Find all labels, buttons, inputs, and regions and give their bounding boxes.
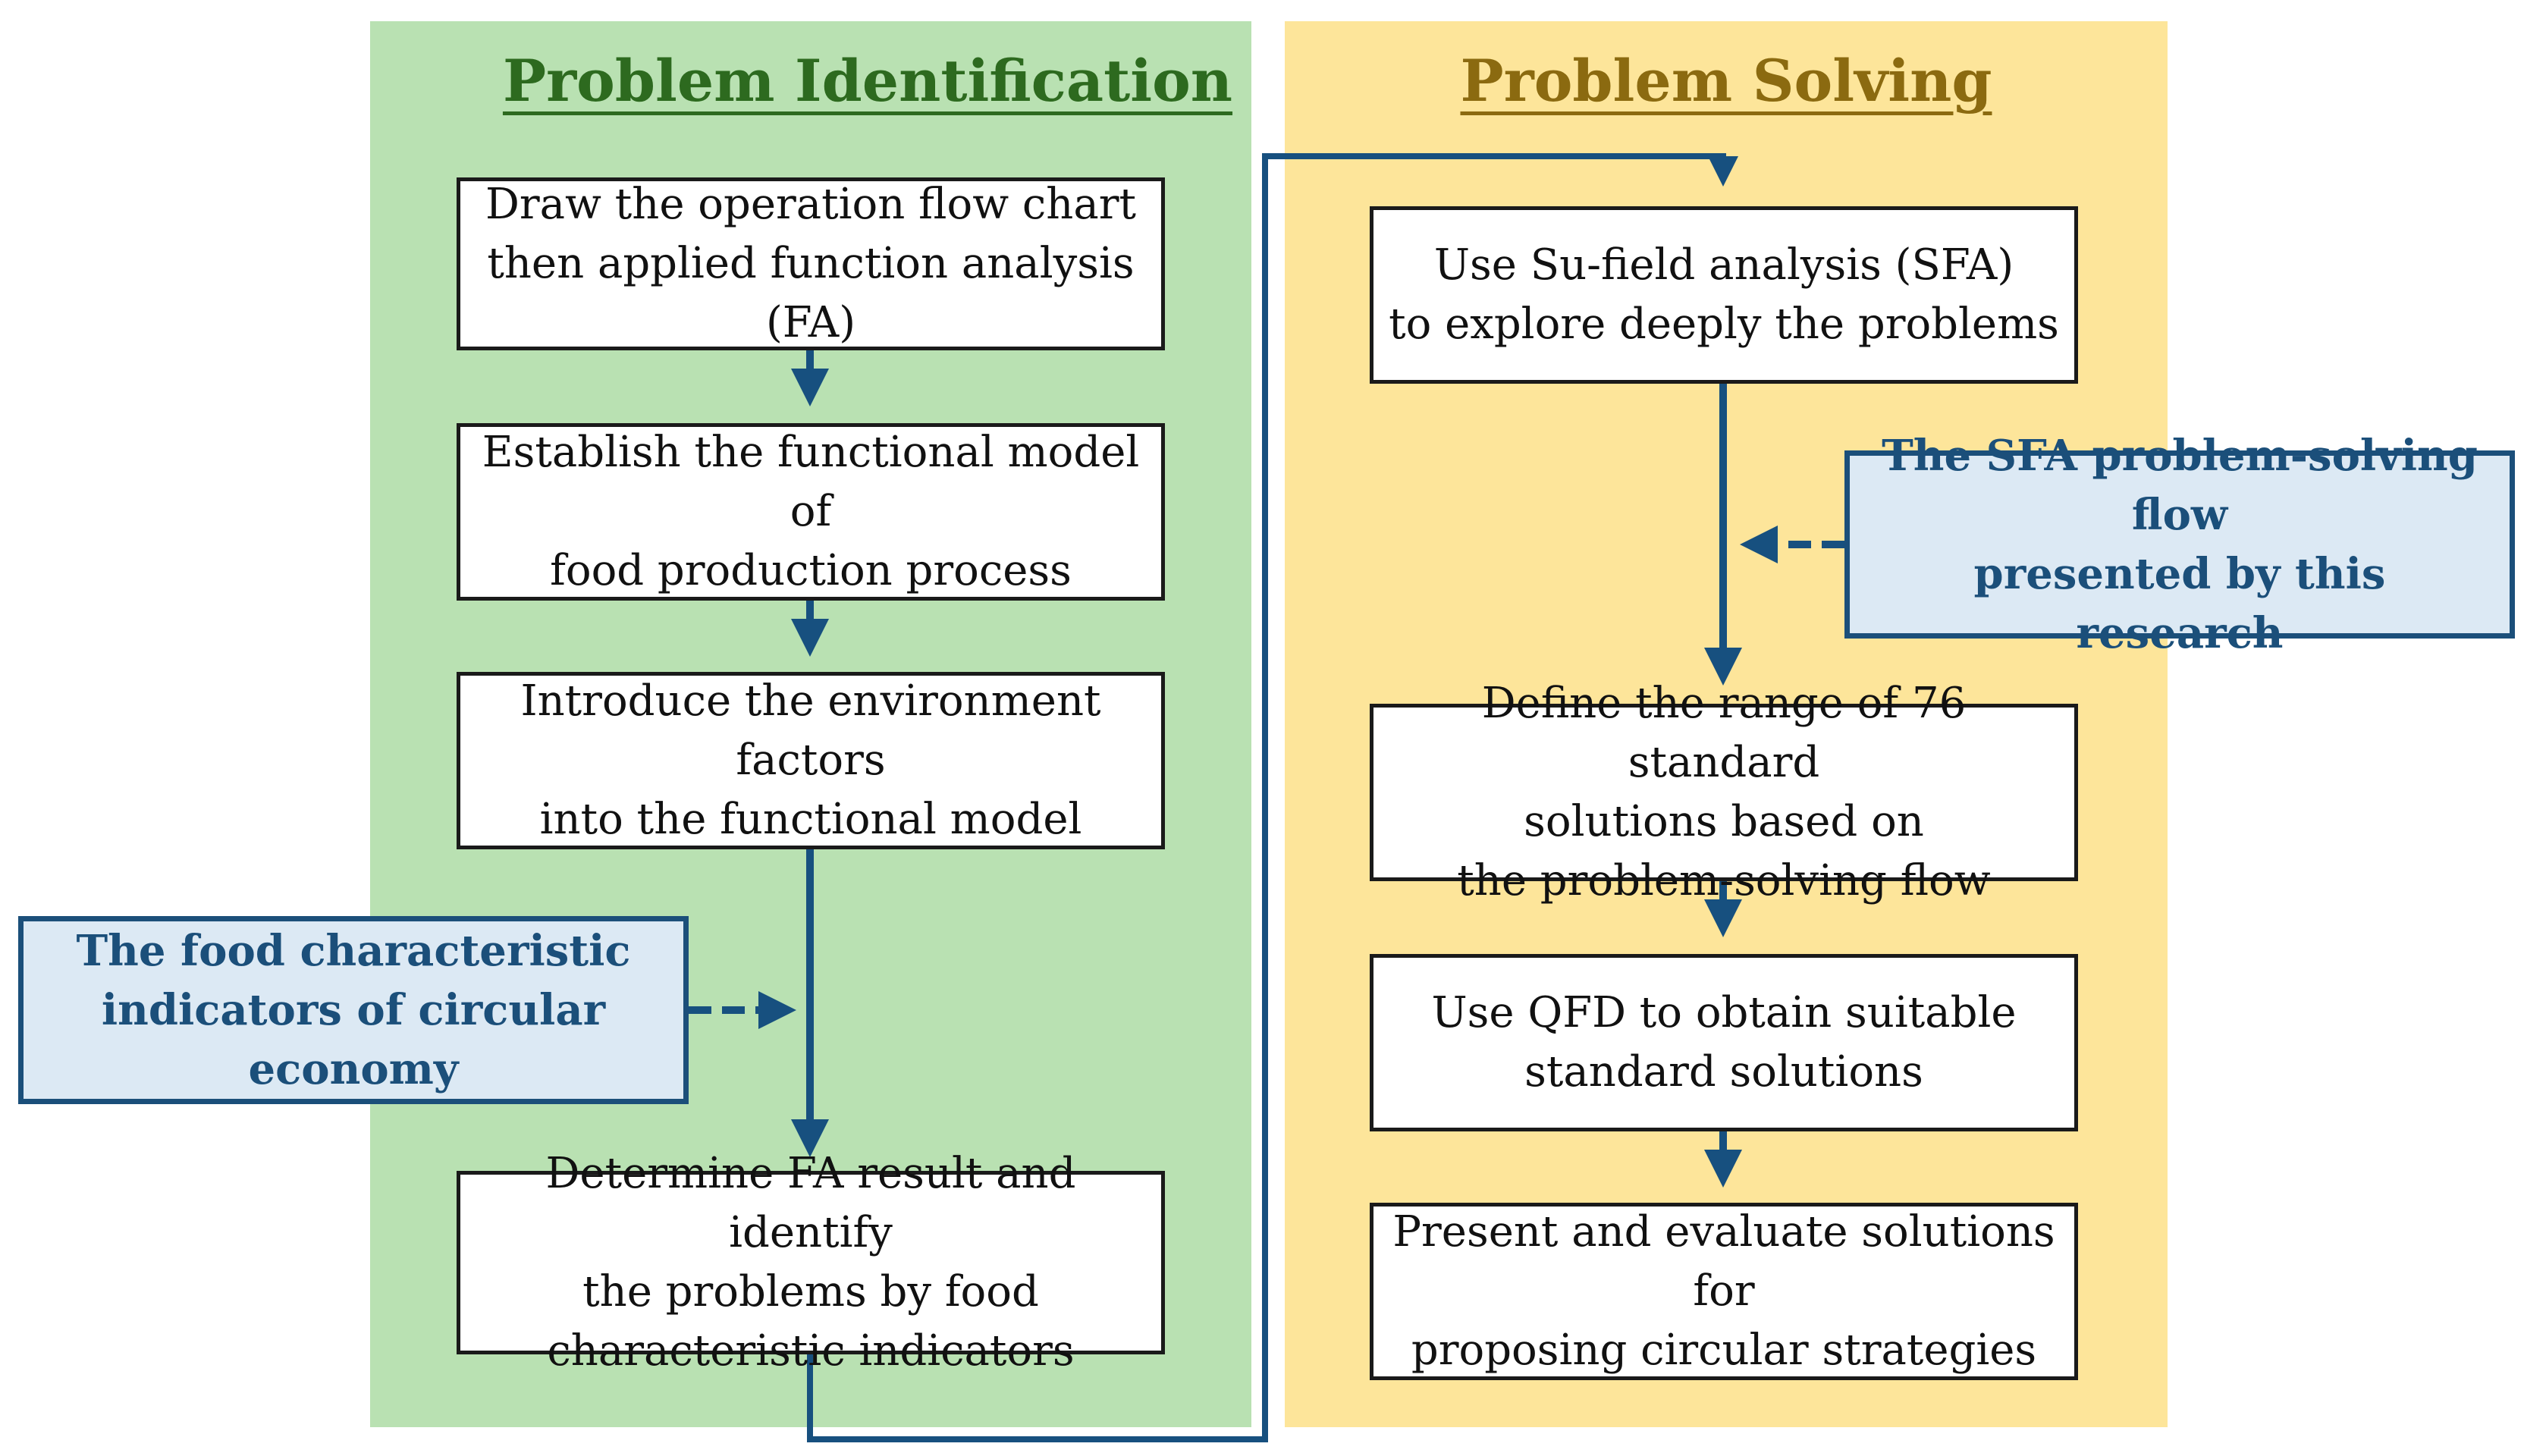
- step-label: Determine FA result and identify the pro…: [545, 1149, 1076, 1376]
- step-use-qfd: Use QFD to obtain suitable standard solu…: [1370, 954, 2078, 1131]
- problem-identification-heading: Problem Identification: [502, 47, 1233, 115]
- step-su-field-analysis: Use Su-field analysis (SFA) to explore d…: [1370, 206, 2078, 384]
- step-determine-fa-result: Determine FA result and identify the pro…: [457, 1149, 1165, 1376]
- step-label: Present and evaluate solutions for propo…: [1392, 1207, 2055, 1375]
- step-define-standard-solutions: Define the range of 76 standard solution…: [1370, 679, 2078, 905]
- food-indicators-note: The food characteristic indicators of ci…: [18, 916, 689, 1104]
- sfa-flow-note: The SFA problem-solving flow presented b…: [1844, 431, 2515, 658]
- step-environment-factors: Introduce the environment factors into t…: [457, 672, 1165, 849]
- step-functional-model: Establish the functional model of food p…: [457, 423, 1165, 601]
- step-label: Use Su-field analysis (SFA) to explore d…: [1389, 240, 2059, 349]
- step-label: Use QFD to obtain suitable standard solu…: [1431, 988, 2017, 1097]
- connector-identification-to-solving: [807, 153, 1738, 1442]
- problem-solving-heading: Problem Solving: [1460, 47, 1992, 115]
- step-label: Draw the operation flow chart then appli…: [485, 180, 1137, 347]
- step-operation-flow-chart: Draw the operation flow chart then appli…: [457, 177, 1165, 350]
- note-label: The food characteristic indicators of ci…: [76, 926, 631, 1094]
- step-present-evaluate: Present and evaluate solutions for propo…: [1370, 1203, 2078, 1380]
- step-label: Introduce the environment factors into t…: [520, 676, 1101, 844]
- step-label: Define the range of 76 standard solution…: [1457, 679, 1991, 905]
- note-label: The SFA problem-solving flow presented b…: [1882, 431, 2478, 658]
- step-label: Establish the functional model of food p…: [482, 428, 1140, 595]
